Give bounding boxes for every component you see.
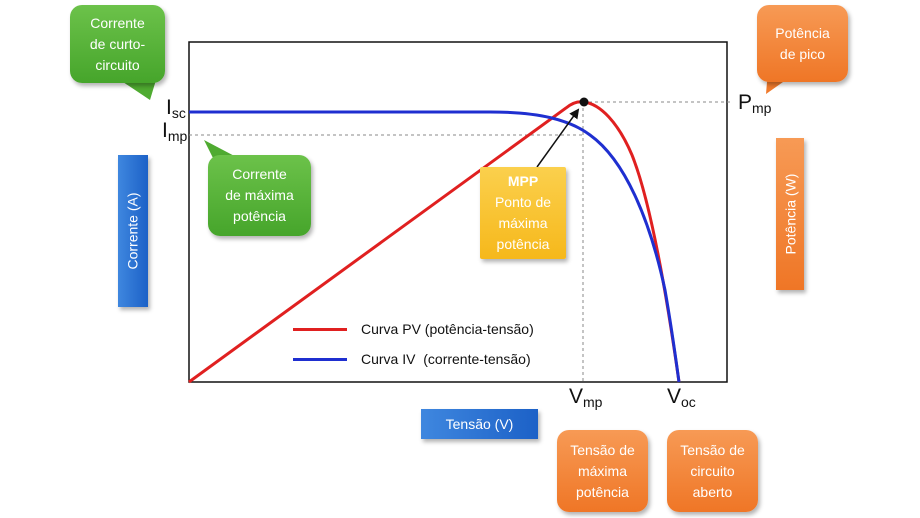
plot-frame (188, 41, 728, 383)
x-axis-label: Tensão (V) (421, 409, 538, 439)
imp-label: Imp (162, 119, 188, 144)
peak-power-callout: Potência de pico (757, 5, 848, 82)
max-power-current-callout: Corrente de máxima potência (208, 155, 311, 236)
y-axis-right-label: Potência (W) (776, 138, 804, 290)
mpp-arrow (536, 108, 580, 168)
iv-curve (189, 110, 681, 383)
vmp-label: Vmp (569, 385, 603, 410)
short-circuit-current-callout: Corrente de curto- circuito (70, 5, 165, 83)
legend-swatch-iv (293, 357, 347, 361)
mpp-description: Ponto de máxima potência (494, 194, 552, 252)
legend-label-iv: Curva IV (corrente-tensão) (361, 351, 531, 367)
mpp-point (579, 97, 589, 107)
legend-label-pv: Curva PV (potência-tensão) (361, 321, 534, 337)
voc-label: Voc (667, 385, 696, 410)
legend-swatch-pv (293, 327, 347, 331)
pv-curve (188, 100, 681, 384)
short-circuit-callout-tail (120, 80, 156, 100)
mpp-callout: MPP Ponto de máxima potência (480, 167, 566, 259)
y-axis-left-label: Corrente (A) (118, 155, 148, 307)
open-circuit-voltage-callout: Tensão de circuito aberto (667, 430, 758, 512)
legend-item-iv: Curva IV (corrente-tensão) (293, 351, 531, 367)
mpp-title: MPP (507, 173, 539, 189)
legend-item-pv: Curva PV (potência-tensão) (293, 321, 534, 337)
max-power-voltage-callout: Tensão de máxima potência (557, 430, 648, 512)
pmp-label: Pmp (738, 91, 772, 116)
isc-label: Isc (166, 96, 186, 121)
